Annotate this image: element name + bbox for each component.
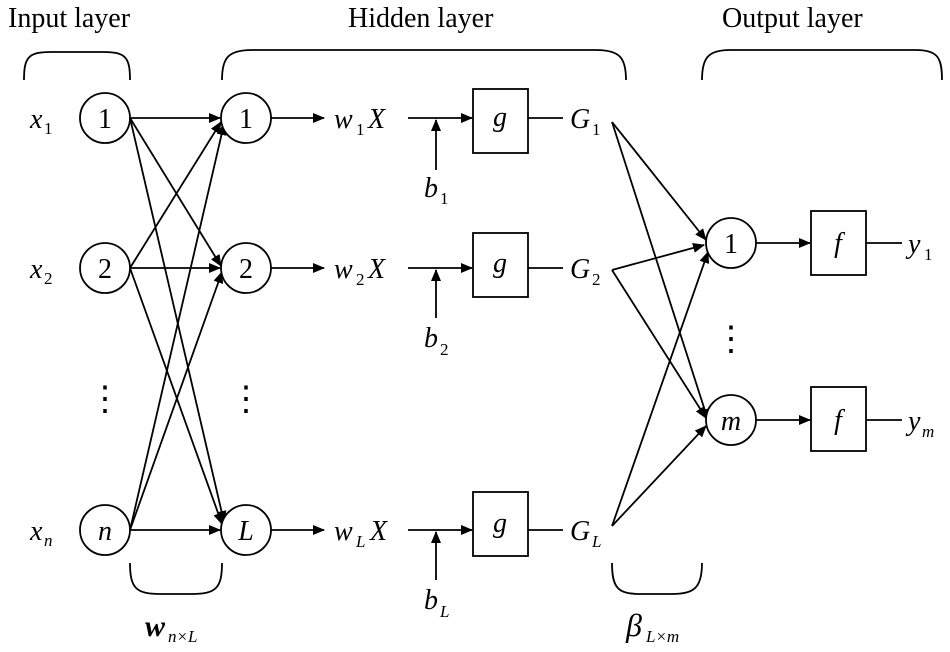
svg-text:L: L [591, 532, 601, 551]
input-layer-header: Input layer [8, 3, 131, 34]
svg-text:X: X [367, 254, 386, 285]
output-ellipsis: ⋮ [714, 321, 748, 358]
svg-text:1: 1 [356, 120, 365, 139]
weights-beta-label: β L×m [625, 607, 679, 646]
bL-label: b L [424, 585, 449, 621]
svg-text:g: g [493, 248, 507, 279]
svg-text:m: m [922, 422, 934, 441]
svg-text:n: n [98, 516, 112, 547]
weights-beta-brace [611, 562, 703, 595]
svg-text:2: 2 [98, 254, 112, 285]
input-ellipsis: ⋮ [88, 381, 122, 418]
svg-text:b: b [424, 323, 438, 354]
input-node-2: 2 [79, 242, 131, 294]
input-node-1: 1 [79, 92, 131, 144]
input-hidden-connections [129, 113, 227, 535]
svg-text:x: x [29, 254, 43, 285]
activation-g-box-L: g [472, 491, 529, 557]
svg-text:1: 1 [239, 104, 253, 135]
svg-text:1: 1 [44, 119, 53, 138]
svg-text:X: X [367, 104, 386, 135]
svg-text:2: 2 [592, 270, 601, 289]
output-node-1: 1 [705, 217, 757, 269]
svg-text:x: x [29, 104, 43, 135]
svg-text:x: x [29, 516, 43, 547]
svg-text:f: f [834, 228, 845, 259]
w2X-label: w 2 X [334, 254, 386, 289]
hidden-node-2: 2 [220, 242, 272, 294]
activation-g-box-2: g [472, 232, 529, 298]
G2-label: G 2 [570, 254, 601, 289]
svg-text:g: g [493, 102, 507, 133]
svg-text:G: G [570, 254, 590, 285]
hidden-output-connections [611, 121, 710, 527]
svg-text:1: 1 [924, 245, 933, 264]
svg-text:1: 1 [98, 104, 112, 135]
wLX-label: w L X [334, 516, 388, 551]
svg-text:L×m: L×m [645, 627, 679, 646]
w1X-label: w 1 X [334, 104, 386, 139]
activation-f-box-1: f [810, 210, 867, 276]
svg-text:β: β [625, 607, 642, 643]
output-layer-header: Output layer [722, 3, 863, 34]
svg-text:2: 2 [356, 270, 365, 289]
b1-label: b 1 [424, 173, 449, 208]
svg-text:X: X [369, 516, 388, 547]
svg-text:n: n [44, 531, 53, 550]
svg-text:w: w [334, 104, 353, 135]
input-node-n: n [79, 504, 131, 556]
weights-w-label: w n×L [145, 610, 197, 646]
hidden-node-L: L [220, 504, 272, 556]
input-x1: x 1 [29, 104, 53, 138]
output-node-m: m [705, 394, 757, 446]
svg-text:2: 2 [44, 269, 53, 288]
hidden-node-1: 1 [220, 92, 272, 144]
G1-label: G 1 [570, 104, 601, 139]
input-xn: x n [29, 516, 53, 550]
svg-text:G: G [570, 516, 590, 547]
svg-text:L: L [355, 532, 365, 551]
svg-text:G: G [570, 104, 590, 135]
svg-text:b: b [424, 585, 438, 616]
svg-text:2: 2 [440, 340, 449, 359]
svg-text:f: f [834, 405, 845, 436]
svg-text:b: b [424, 173, 438, 204]
b2-label: b 2 [424, 323, 449, 359]
hidden-layer-brace [221, 49, 627, 81]
input-layer-brace [23, 51, 131, 81]
svg-text:g: g [493, 508, 507, 539]
svg-text:L: L [439, 602, 449, 621]
svg-text:w: w [334, 254, 353, 285]
y1-label: y 1 [905, 229, 933, 264]
svg-text:L: L [237, 516, 254, 547]
hidden-ellipsis: ⋮ [229, 381, 263, 418]
svg-text:w: w [334, 516, 353, 547]
input-x2: x 2 [29, 254, 53, 288]
svg-text:m: m [721, 406, 741, 437]
hidden-layer-header: Hidden layer [348, 3, 494, 34]
GL-label: G L [570, 516, 601, 551]
svg-text:n×L: n×L [168, 627, 197, 646]
activation-g-box-1: g [472, 88, 529, 154]
weights-w-brace [129, 562, 223, 595]
svg-text:1: 1 [592, 120, 601, 139]
ym-label: y m [905, 406, 934, 441]
svg-text:y: y [905, 229, 921, 260]
activation-f-box-m: f [810, 386, 867, 452]
svg-text:y: y [905, 406, 921, 437]
output-layer-brace [701, 49, 943, 81]
svg-text:1: 1 [440, 189, 449, 208]
svg-text:1: 1 [724, 229, 738, 260]
svg-text:w: w [145, 610, 166, 643]
svg-text:2: 2 [239, 254, 253, 285]
